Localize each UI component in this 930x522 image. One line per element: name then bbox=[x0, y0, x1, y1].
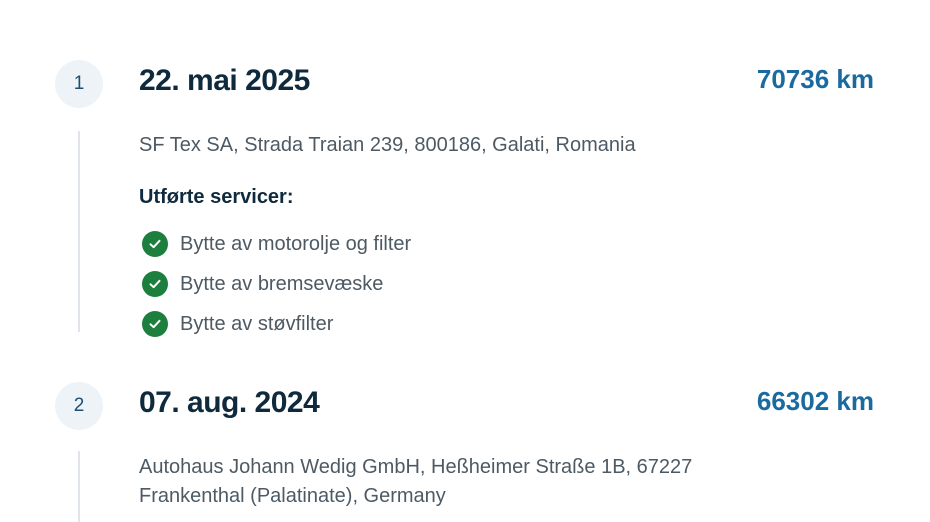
check-circle-icon bbox=[142, 311, 168, 337]
service-date: 22. mai 2025 bbox=[139, 64, 310, 97]
service-list-item: Bytte av støvfilter bbox=[142, 304, 411, 344]
timeline-connector-line bbox=[78, 131, 80, 332]
timeline-connector-line bbox=[78, 451, 80, 522]
service-list: Bytte av motorolje og filter Bytte av br… bbox=[142, 224, 411, 344]
service-list-item: Bytte av bremsevæske bbox=[142, 264, 411, 304]
service-label: Bytte av motorolje og filter bbox=[180, 232, 412, 255]
service-mileage: 70736 km bbox=[756, 64, 874, 94]
step-number-badge: 2 bbox=[55, 382, 103, 430]
check-circle-icon bbox=[142, 271, 168, 297]
service-date: 07. aug. 2024 bbox=[139, 386, 320, 419]
service-list-item: Bytte av motorolje og filter bbox=[142, 224, 411, 264]
service-label: Bytte av støvfilter bbox=[180, 312, 334, 335]
check-circle-icon bbox=[142, 231, 168, 257]
workshop-address: SF Tex SA, Strada Traian 239, 800186, Ga… bbox=[139, 134, 636, 156]
step-number-badge: 1 bbox=[55, 60, 103, 108]
services-heading: Utførte servicer: bbox=[139, 186, 294, 208]
workshop-address: Autohaus Johann Wedig GmbH, Heßheimer St… bbox=[139, 456, 693, 507]
service-label: Bytte av bremsevæske bbox=[180, 272, 384, 295]
service-mileage: 66302 km bbox=[756, 386, 874, 416]
